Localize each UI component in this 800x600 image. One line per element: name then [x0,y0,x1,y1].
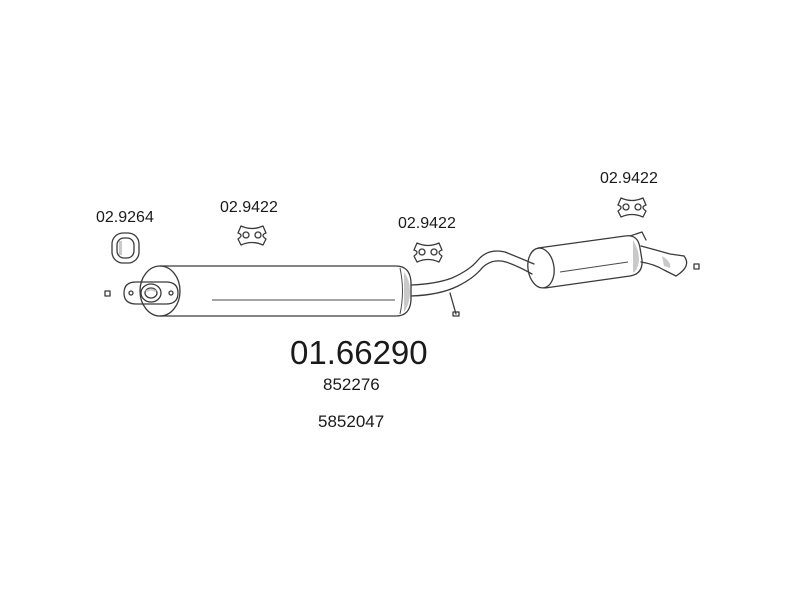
gasket-part-label: 02.9264 [96,209,154,226]
rear-muffler [527,231,647,289]
connecting-pipe [410,250,535,317]
oe-reference-1: 852276 [323,375,380,394]
outlet-end-marker [693,263,700,270]
tail-pipe [640,245,688,277]
gasket-ring [111,232,140,264]
main-part-number: 01.66290 [290,334,428,371]
hanger-1-part-label: 02.9422 [220,199,278,216]
rubber-hanger-3 [617,197,647,218]
front-muffler [139,265,412,317]
rubber-hanger-1 [237,225,267,246]
rubber-hanger-2 [413,242,443,263]
hanger-3-part-label: 02.9422 [600,170,658,187]
hanger-2-part-label: 02.9422 [398,215,456,232]
inlet-end-marker [104,290,111,297]
inlet-flange [123,281,179,305]
oe-reference-2: 5852047 [318,412,384,431]
